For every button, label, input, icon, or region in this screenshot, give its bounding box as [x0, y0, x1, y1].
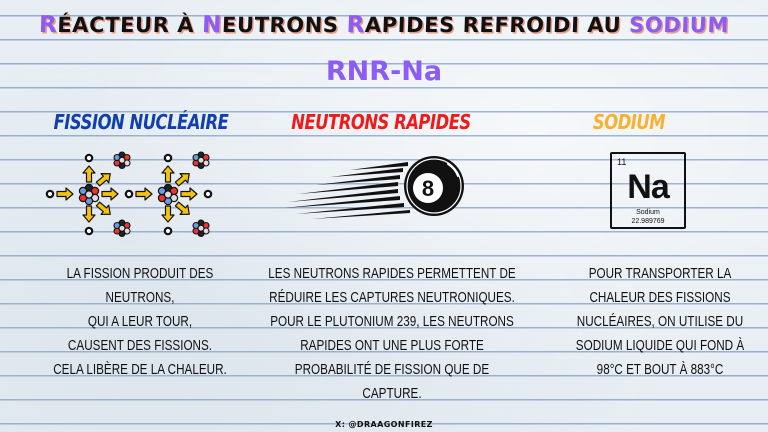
nuclear-fission-icon [45, 151, 213, 238]
text-line: RAPIDES ONT UNE PLUS FORTE [300, 337, 484, 354]
heading-fast-neutrons: NEUTRONS RAPIDES [291, 110, 471, 134]
fission-description: LA FISSION PRODUIT DES NEUTRONS, QUI A L… [23, 262, 257, 382]
fast-neutrons-description: LES NEUTRONS RAPIDES PERMETTENT DE RÉDUI… [252, 262, 533, 406]
text-line: NEUTRONS, [105, 289, 175, 306]
title-part: EUTRONS [221, 13, 347, 37]
element-symbol: Na [627, 168, 669, 206]
text-line: CHALEUR DES FISSIONS [589, 289, 731, 306]
subtitle: RNR-Na [325, 56, 443, 87]
title-part: R [38, 12, 58, 38]
text-line: LA FISSION PRODUIT DES [66, 265, 214, 282]
title-part: N [201, 12, 223, 38]
text-line: CAUSENT DES FISSIONS. [67, 337, 213, 354]
text-line: LES NEUTRONS RAPIDES PERMETTENT DE [268, 265, 516, 282]
heading-sodium: SODIUM [592, 110, 666, 134]
atomic-number: 11 [617, 157, 627, 167]
title-part: ÉACTEUR À [56, 13, 203, 37]
text-line: POUR LE PLUTONIUM 239, LES NEUTRONS [270, 313, 514, 330]
text-line: POUR TRANSPORTER LA [588, 265, 732, 282]
text-line: PROBABILITÉ DE FISSION QUE DE [294, 361, 490, 378]
text-line: RÉDUIRE LES CAPTURES NEUTRONIQUES. [269, 289, 515, 306]
title-part: SODIUM [628, 13, 730, 37]
title-part: R [346, 12, 366, 38]
sodium-description: POUR TRANSPORTER LA CHALEUR DES FISSIONS… [551, 262, 768, 382]
ball-number: 8 [422, 176, 434, 201]
text-line: CELA LIBÈRE DE LA CHALEUR. [53, 361, 227, 378]
title-part: APIDES REFROIDI AU [364, 13, 630, 37]
fast-eight-ball-icon: 8 [284, 156, 464, 219]
text-line: SODIUM LIQUIDE QUI FOND À [575, 337, 745, 354]
text-line: QUI A LEUR TOUR, [87, 313, 193, 330]
element-name: Sodium [636, 209, 660, 216]
text-line: CAPTURE. [362, 385, 422, 402]
text-line: NUCLÉAIRES, ON UTILISE DU [576, 313, 744, 330]
heading-fission: FISSION NUCLÉAIRE [53, 110, 229, 134]
page-title: RÉACTEUR À NEUTRONS RAPIDES REFROIDI AU … [0, 12, 768, 38]
author-credit: X: @DRAAGONFIREZ [335, 420, 433, 429]
atomic-mass: 22.989769 [631, 218, 665, 225]
text-line: 98°C ET BOUT À 883°C [596, 361, 724, 378]
periodic-element-icon: 11 Na Sodium 22.989769 [610, 152, 686, 229]
